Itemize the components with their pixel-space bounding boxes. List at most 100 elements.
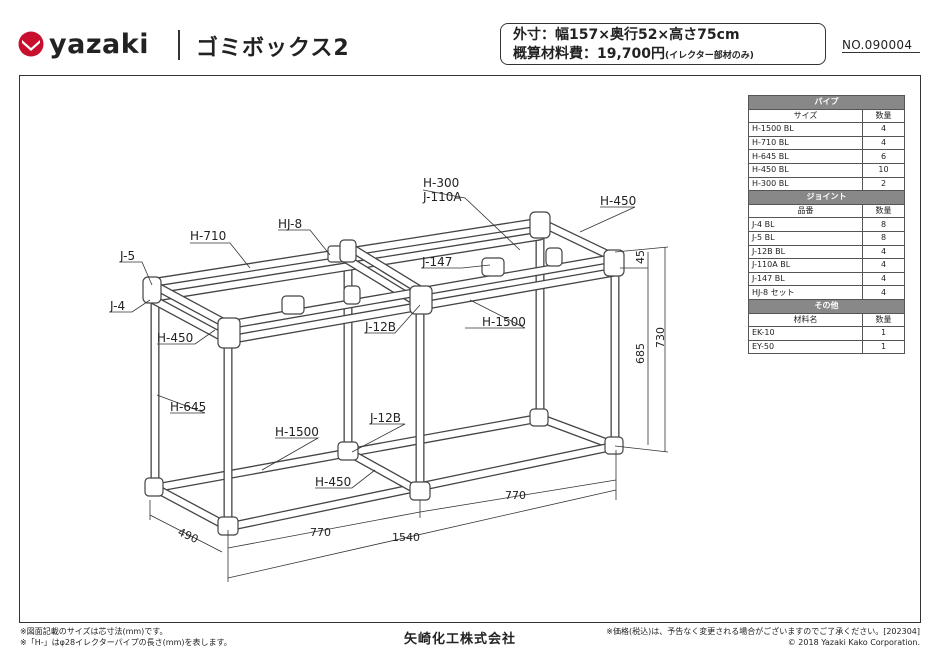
part-quantity: 8: [862, 217, 905, 232]
spec-cost-label: 概算材料費：19,700円: [513, 46, 666, 62]
part-name: H-300 BL: [748, 176, 863, 192]
parts-section-other: その他: [748, 298, 905, 314]
part-name: EY-50: [748, 339, 863, 355]
brand-logo: yazaki: [18, 28, 149, 60]
footer-right: ※価格(税込)は、予告なく変更される場合がございますのでご了承ください。[202…: [606, 626, 920, 648]
parts-column-label: 数量: [862, 108, 905, 124]
parts-section-header: その他: [748, 298, 905, 314]
label-h450-top: H-450: [600, 194, 636, 208]
spec-cost-note: (イレクター部材のみ): [665, 51, 754, 61]
label-h645: H-645: [170, 400, 206, 414]
dim-770-left: 770: [310, 526, 331, 539]
part-name: H-710 BL: [748, 135, 863, 151]
parts-column-label: 数量: [862, 203, 905, 219]
part-name: J-147 BL: [748, 271, 863, 287]
company-name: 矢崎化工株式会社: [404, 632, 517, 647]
pipe-front-legs: [150, 300, 425, 532]
logo-text: yazaki: [49, 28, 149, 60]
title-divider: [178, 30, 180, 60]
parts-column-label: 数量: [862, 312, 905, 328]
footer-note-dimensions: ※図面記載のサイズは芯寸法(mm)です。: [20, 627, 168, 636]
part-name: H-645 BL: [748, 149, 863, 164]
parts-column-header: 品番数量: [748, 203, 905, 219]
dim-490: 490: [176, 525, 201, 546]
part-name: J-4 BL: [748, 217, 863, 232]
part-quantity: 4: [862, 285, 905, 300]
label-j12b-top: J-12B: [364, 320, 396, 334]
part-quantity: 10: [862, 162, 905, 178]
spec-box: 外寸：幅157×奥行52×高さ75cm 概算材料費：19,700円(イレクター部…: [500, 23, 826, 65]
parts-section-pipe: パイプ: [748, 95, 905, 110]
dim-45: 45: [634, 250, 647, 264]
part-name: H-450 BL: [748, 162, 863, 178]
label-j4: J-4: [109, 299, 125, 313]
yazaki-logo-icon: [18, 31, 44, 57]
document-number: NO.090004: [842, 38, 920, 53]
footer-copyright: © 2018 Yazaki Kako Corporation.: [787, 638, 920, 647]
label-j147: J-147: [421, 255, 452, 269]
parts-section-header: ジョイント: [748, 190, 905, 205]
joints: [142, 211, 625, 536]
label-j12b-bottom: J-12B: [369, 411, 401, 425]
label-h450-bottom: H-450: [315, 475, 351, 489]
parts-column-label: 材料名: [748, 312, 863, 328]
parts-column-header: 材料名数量: [748, 312, 905, 328]
part-quantity: 4: [862, 258, 905, 273]
parts-column-label: 品番: [748, 203, 863, 219]
part-quantity: 4: [862, 122, 905, 137]
parts-section-joint: ジョイント: [748, 190, 905, 205]
dim-1540: 1540: [392, 531, 420, 544]
label-j5: J-5: [119, 249, 135, 263]
part-name: J-5 BL: [748, 230, 863, 246]
parts-column-label: サイズ: [748, 108, 863, 124]
label-j110a: J-110A: [422, 190, 462, 204]
dim-685: 685: [634, 343, 647, 364]
part-name: HJ-8 セット: [748, 285, 863, 300]
page-title: ゴミボックス2: [196, 36, 350, 61]
leader-lines: [110, 189, 636, 489]
spec-size: 外寸：幅157×奥行52×高さ75cm: [513, 27, 740, 43]
footer-note-pipe: ※「H-」はφ28イレクターパイプの長さ(mm)を表します。: [20, 638, 232, 647]
part-quantity: 2: [862, 176, 905, 192]
label-h300: H-300: [423, 176, 459, 190]
dimension-lines: [149, 246, 669, 582]
footer-notes: ※図面記載のサイズは芯寸法(mm)です。 ※「H-」はφ28イレクターパイプの長…: [20, 626, 232, 648]
label-h710: H-710: [190, 229, 226, 243]
part-quantity: 1: [862, 339, 905, 355]
label-h1500-top: H-1500: [482, 315, 526, 329]
part-name: H-1500 BL: [748, 122, 863, 137]
part-name: J-12B BL: [748, 244, 863, 260]
part-name: J-110A BL: [748, 258, 863, 273]
part-quantity: 8: [862, 230, 905, 246]
label-h1500-bottom: H-1500: [275, 425, 319, 439]
part-quantity: 4: [862, 244, 905, 260]
part-quantity: 6: [862, 149, 905, 164]
spec-cost: 概算材料費：19,700円(イレクター部材のみ): [513, 45, 813, 66]
dim-730: 730: [654, 327, 667, 348]
parts-section-header: パイプ: [748, 95, 905, 110]
label-h450-left: H-450: [157, 331, 193, 345]
parts-column-header: サイズ数量: [748, 108, 905, 124]
part-quantity: 1: [862, 326, 905, 341]
label-hj8: HJ-8: [278, 217, 302, 231]
footer-price-note: ※価格(税込)は、予告なく変更される場合がございますのでご了承ください。[202…: [606, 627, 920, 636]
drawing-frame: [19, 75, 921, 623]
part-quantity: 4: [862, 135, 905, 151]
part-name: EK-10: [748, 326, 863, 341]
part-quantity: 4: [862, 271, 905, 287]
